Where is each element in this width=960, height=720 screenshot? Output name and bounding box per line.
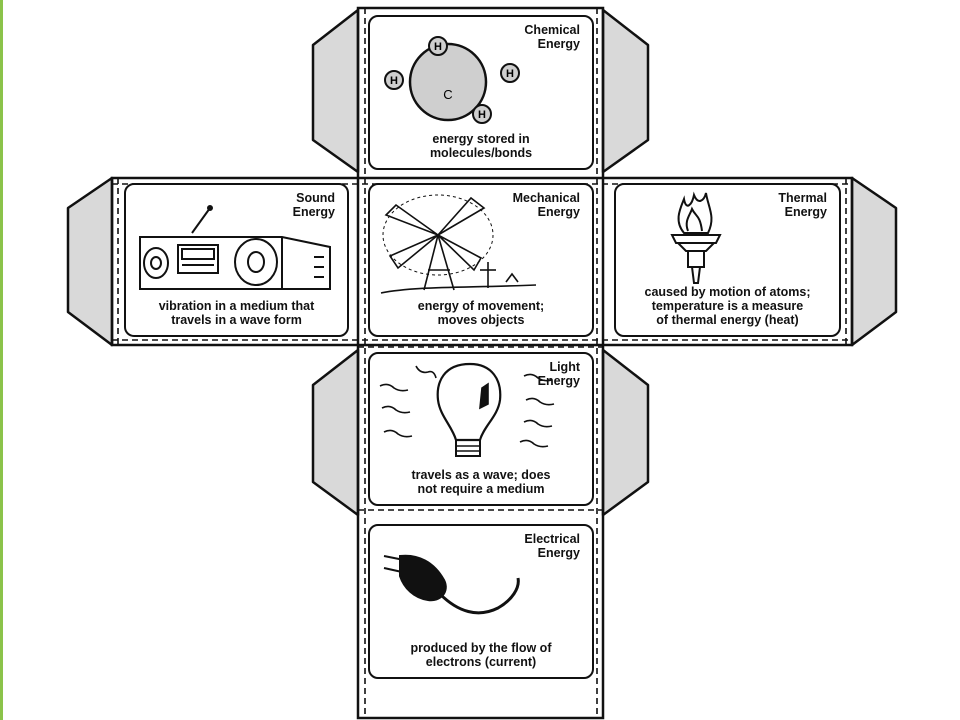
mechanical-energy-panel: Mechanical Energy energy of movement; mo… — [368, 183, 594, 337]
tab-bottom-right — [601, 348, 650, 517]
panel-title: Chemical Energy — [524, 23, 580, 51]
light-energy-panel: Light Energy travels as a wave; does not… — [368, 352, 594, 506]
panel-title: Electrical Energy — [524, 532, 580, 560]
panel-title: Mechanical Energy — [512, 191, 580, 219]
left-accent-bar — [0, 0, 3, 720]
molecule-icon: C H H H H — [384, 36, 520, 124]
tab-right — [850, 176, 898, 347]
chemical-energy-panel: Chemical Energy C H H H H energy stored … — [368, 15, 594, 170]
radio-icon — [139, 205, 331, 290]
torch-icon — [670, 191, 722, 284]
panel-title: Light Energy — [537, 360, 580, 388]
plug-icon — [383, 554, 520, 615]
tab-top — [311, 8, 360, 174]
panel-description: produced by the flow of electrons (curre… — [410, 641, 552, 669]
electrical-energy-panel: Electrical Energy produced by the flow o… — [368, 524, 594, 679]
svg-text:C: C — [443, 87, 452, 102]
panel-description: energy stored in molecules/bonds — [429, 132, 533, 160]
panel-description: caused by motion of atoms; temperature i… — [644, 285, 811, 327]
svg-text:H: H — [434, 41, 442, 53]
net-center-column — [356, 6, 605, 720]
tab-bottom-left — [311, 348, 360, 517]
panel-description: travels as a wave; does not require a me… — [411, 468, 551, 496]
panel-title: Sound Energy — [292, 191, 335, 219]
tab-left — [66, 176, 114, 347]
windmill-icon — [380, 194, 537, 294]
lightbulb-icon — [379, 362, 555, 457]
panel-title: Thermal Energy — [778, 191, 827, 219]
panel-description: energy of movement; moves objects — [417, 299, 545, 327]
svg-text:H: H — [506, 68, 514, 80]
svg-text:H: H — [390, 75, 398, 87]
sound-energy-panel: Sound Energy vibration in a medium that … — [124, 183, 349, 337]
net-middle-row — [110, 176, 854, 347]
panel-description: vibration in a medium that travels in a … — [158, 299, 315, 327]
svg-text:H: H — [478, 109, 486, 121]
tab-top-right — [601, 8, 650, 174]
thermal-energy-panel: Thermal Energy caused by motion of atoms… — [614, 183, 841, 337]
